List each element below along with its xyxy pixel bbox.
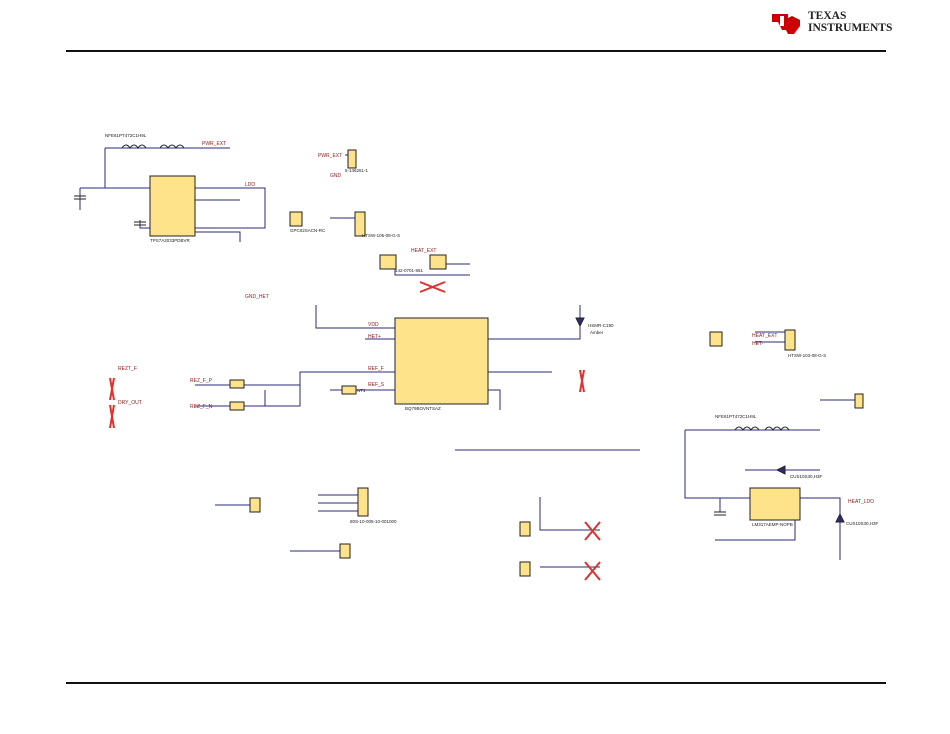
brand-line2: INSTRUMENTS — [808, 22, 893, 34]
net-rezf-p: REZ_F_P — [190, 378, 213, 384]
osc-label: 80S-10-005-10-001000 — [350, 519, 397, 524]
net-heat-ext: HEAT_EXT — [411, 248, 436, 254]
net-ref-f: REF_F — [368, 366, 384, 372]
led-label: HSMR-C190 — [588, 323, 614, 328]
diode-2-label: CUS10S30,H3F — [846, 521, 879, 526]
footer-rule — [66, 682, 886, 684]
brand-name: TEXAS INSTRUMENTS — [808, 10, 892, 34]
net-vdd: VDD — [368, 322, 379, 328]
net-het-minus: HET- — [752, 341, 764, 347]
conn-j-label: 5-146261-1 — [345, 168, 369, 173]
dnp-marks — [109, 281, 601, 581]
net-het-plus: HET+ — [368, 334, 381, 340]
net-ldo: LDO — [245, 182, 255, 188]
ntc-label: NT1 — [357, 388, 366, 393]
filter-1-label: NFE61PT472C1H9L — [105, 133, 147, 138]
ti-logo-icon — [772, 14, 800, 34]
ic-u2-label: BQ79BOVNTSAZ — [405, 406, 441, 411]
header-2-label: HTSW-103-08-G-S — [788, 353, 826, 358]
net-heat-ldo: HEAT_LDO — [848, 499, 874, 505]
net-pwr-ext-2: PWR_EXT — [318, 153, 342, 159]
net-rezf-n: REZ_F_N — [190, 404, 213, 410]
conn-c-label: GPC02SACN-RC — [290, 228, 326, 233]
header-rule — [66, 50, 886, 52]
part-labels: TPS7A2033PDBVR BQ79BOVNTSAZ LM317AEMP-NO… — [105, 133, 879, 527]
brand-line1: TEXAS — [808, 10, 847, 22]
ic-u1-label: TPS7A2033PDBVR — [150, 238, 191, 243]
ic-u3-label: LM317AEMP-NOPB — [752, 522, 793, 527]
header-1-label: HTSW-105-08-G-S — [362, 233, 400, 238]
wires — [79, 147, 855, 568]
net-gnd-het: GND_HET — [245, 294, 269, 300]
net-rezt: REZT_F — [118, 366, 137, 372]
net-ref-s: REF_S — [368, 382, 385, 388]
conn-b-label: 142-0701-851 — [395, 268, 424, 273]
led-color-label: Amber — [590, 330, 604, 335]
passive-parts — [74, 144, 845, 523]
filter-2-label: NFE61PT472C1H9L — [715, 414, 757, 419]
diode-1-label: CUS10S30,H3F — [790, 474, 823, 479]
net-dry-out: DRY_OUT — [118, 400, 142, 406]
net-pwr-ext: PWR_EXT — [202, 141, 226, 147]
net-heat-ext-2: HEAT_EXT — [752, 333, 777, 339]
net-labels: PWR_EXT PWR_EXT LDO HEAT_EXT HEAT_EXT HE… — [118, 141, 874, 505]
net-gnd: GND — [330, 173, 342, 179]
ic-chips — [149, 149, 864, 577]
